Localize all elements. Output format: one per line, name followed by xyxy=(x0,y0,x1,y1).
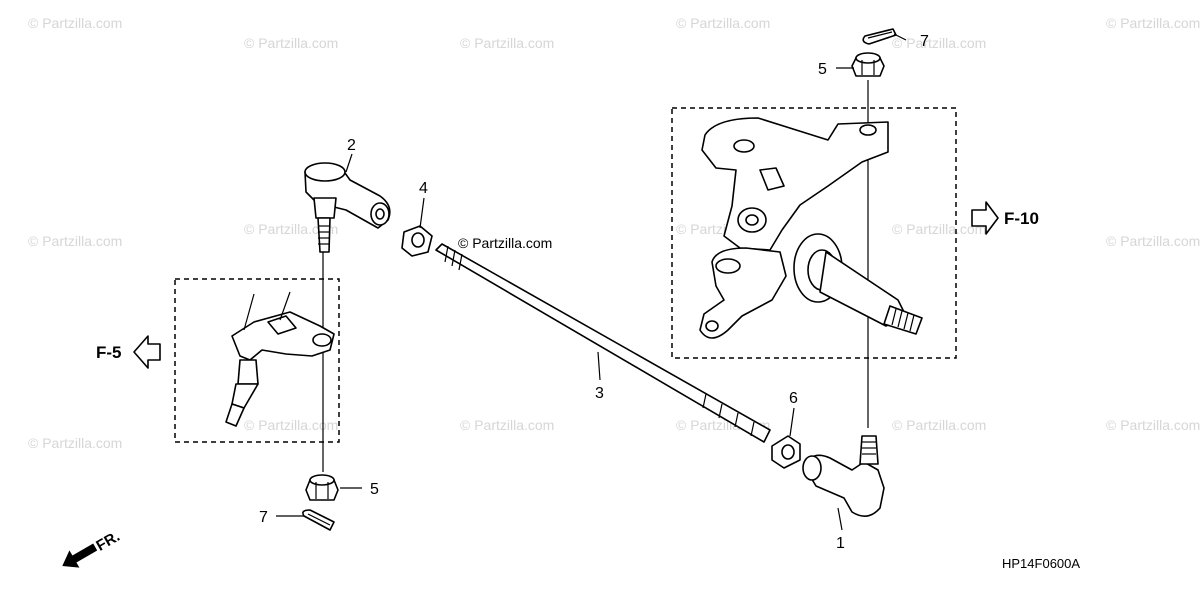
watermark: © Partzilla.com xyxy=(892,35,986,51)
leader-lines xyxy=(276,33,907,531)
reference-box-pitman-arm xyxy=(174,278,340,443)
castle-nut-bottom xyxy=(305,474,339,501)
callout-2: 2 xyxy=(347,137,356,154)
watermark: © Partzilla.com xyxy=(892,221,986,237)
watermark: © Partzilla.com xyxy=(244,417,338,433)
callout-4: 4 xyxy=(419,180,428,197)
reference-f5[interactable]: F-5 xyxy=(96,335,161,369)
arrow-right-icon xyxy=(971,201,999,235)
callout-1: 1 xyxy=(836,535,845,552)
watermark: © Partzilla.com xyxy=(676,15,770,31)
callout-5-top: 5 xyxy=(818,61,827,78)
watermark: © Partzilla.com xyxy=(892,417,986,433)
callout-7-bottom: 7 xyxy=(259,509,268,526)
direction-label: FR. xyxy=(93,528,122,555)
pitman-arm xyxy=(225,291,335,427)
reference-label-f10: F-10 xyxy=(1004,209,1039,228)
reference-f10[interactable]: F-10 xyxy=(971,201,1039,235)
tie-rod-end-inner xyxy=(304,162,391,253)
cotter-pin-top xyxy=(862,28,897,45)
direction-arrow-icon xyxy=(62,543,98,568)
lock-nut xyxy=(401,225,433,257)
watermark: © Partzilla.com xyxy=(1106,417,1200,433)
tie-rod-end-outer xyxy=(802,435,885,517)
watermark: © Partzilla.com xyxy=(1106,233,1200,249)
watermark-layer: © Partzilla.com © Partzilla.com © Partzi… xyxy=(28,15,1200,451)
cotter-pin-bottom xyxy=(302,509,335,531)
watermark: © Partzilla.com xyxy=(244,35,338,51)
watermark: © Partzilla.com xyxy=(1106,15,1200,31)
tie-rod xyxy=(435,243,771,443)
front-direction-indicator: FR. xyxy=(62,528,123,568)
arrow-left-icon xyxy=(133,335,161,369)
callout-5-bottom: 5 xyxy=(370,481,379,498)
watermark: © Partzilla.com xyxy=(28,233,122,249)
reference-box-knuckle xyxy=(671,107,957,359)
watermark: © Partzilla.com xyxy=(244,221,338,237)
callout-7-top: 7 xyxy=(920,33,929,50)
steering-knuckle xyxy=(699,117,923,339)
brand-label: © Partzilla.com xyxy=(458,235,552,251)
watermark: © Partzilla.com xyxy=(460,417,554,433)
castle-nut-top xyxy=(851,52,885,77)
watermark: © Partzilla.com xyxy=(28,15,122,31)
watermark: © Partzilla.com xyxy=(28,435,122,451)
callout-6: 6 xyxy=(789,390,798,407)
callout-3: 3 xyxy=(595,385,604,402)
watermark: © Partzilla.com xyxy=(460,35,554,51)
lock-nut-outer xyxy=(771,435,801,469)
reference-label-f5: F-5 xyxy=(96,343,122,362)
diagram-code: HP14F0600A xyxy=(1002,556,1080,571)
